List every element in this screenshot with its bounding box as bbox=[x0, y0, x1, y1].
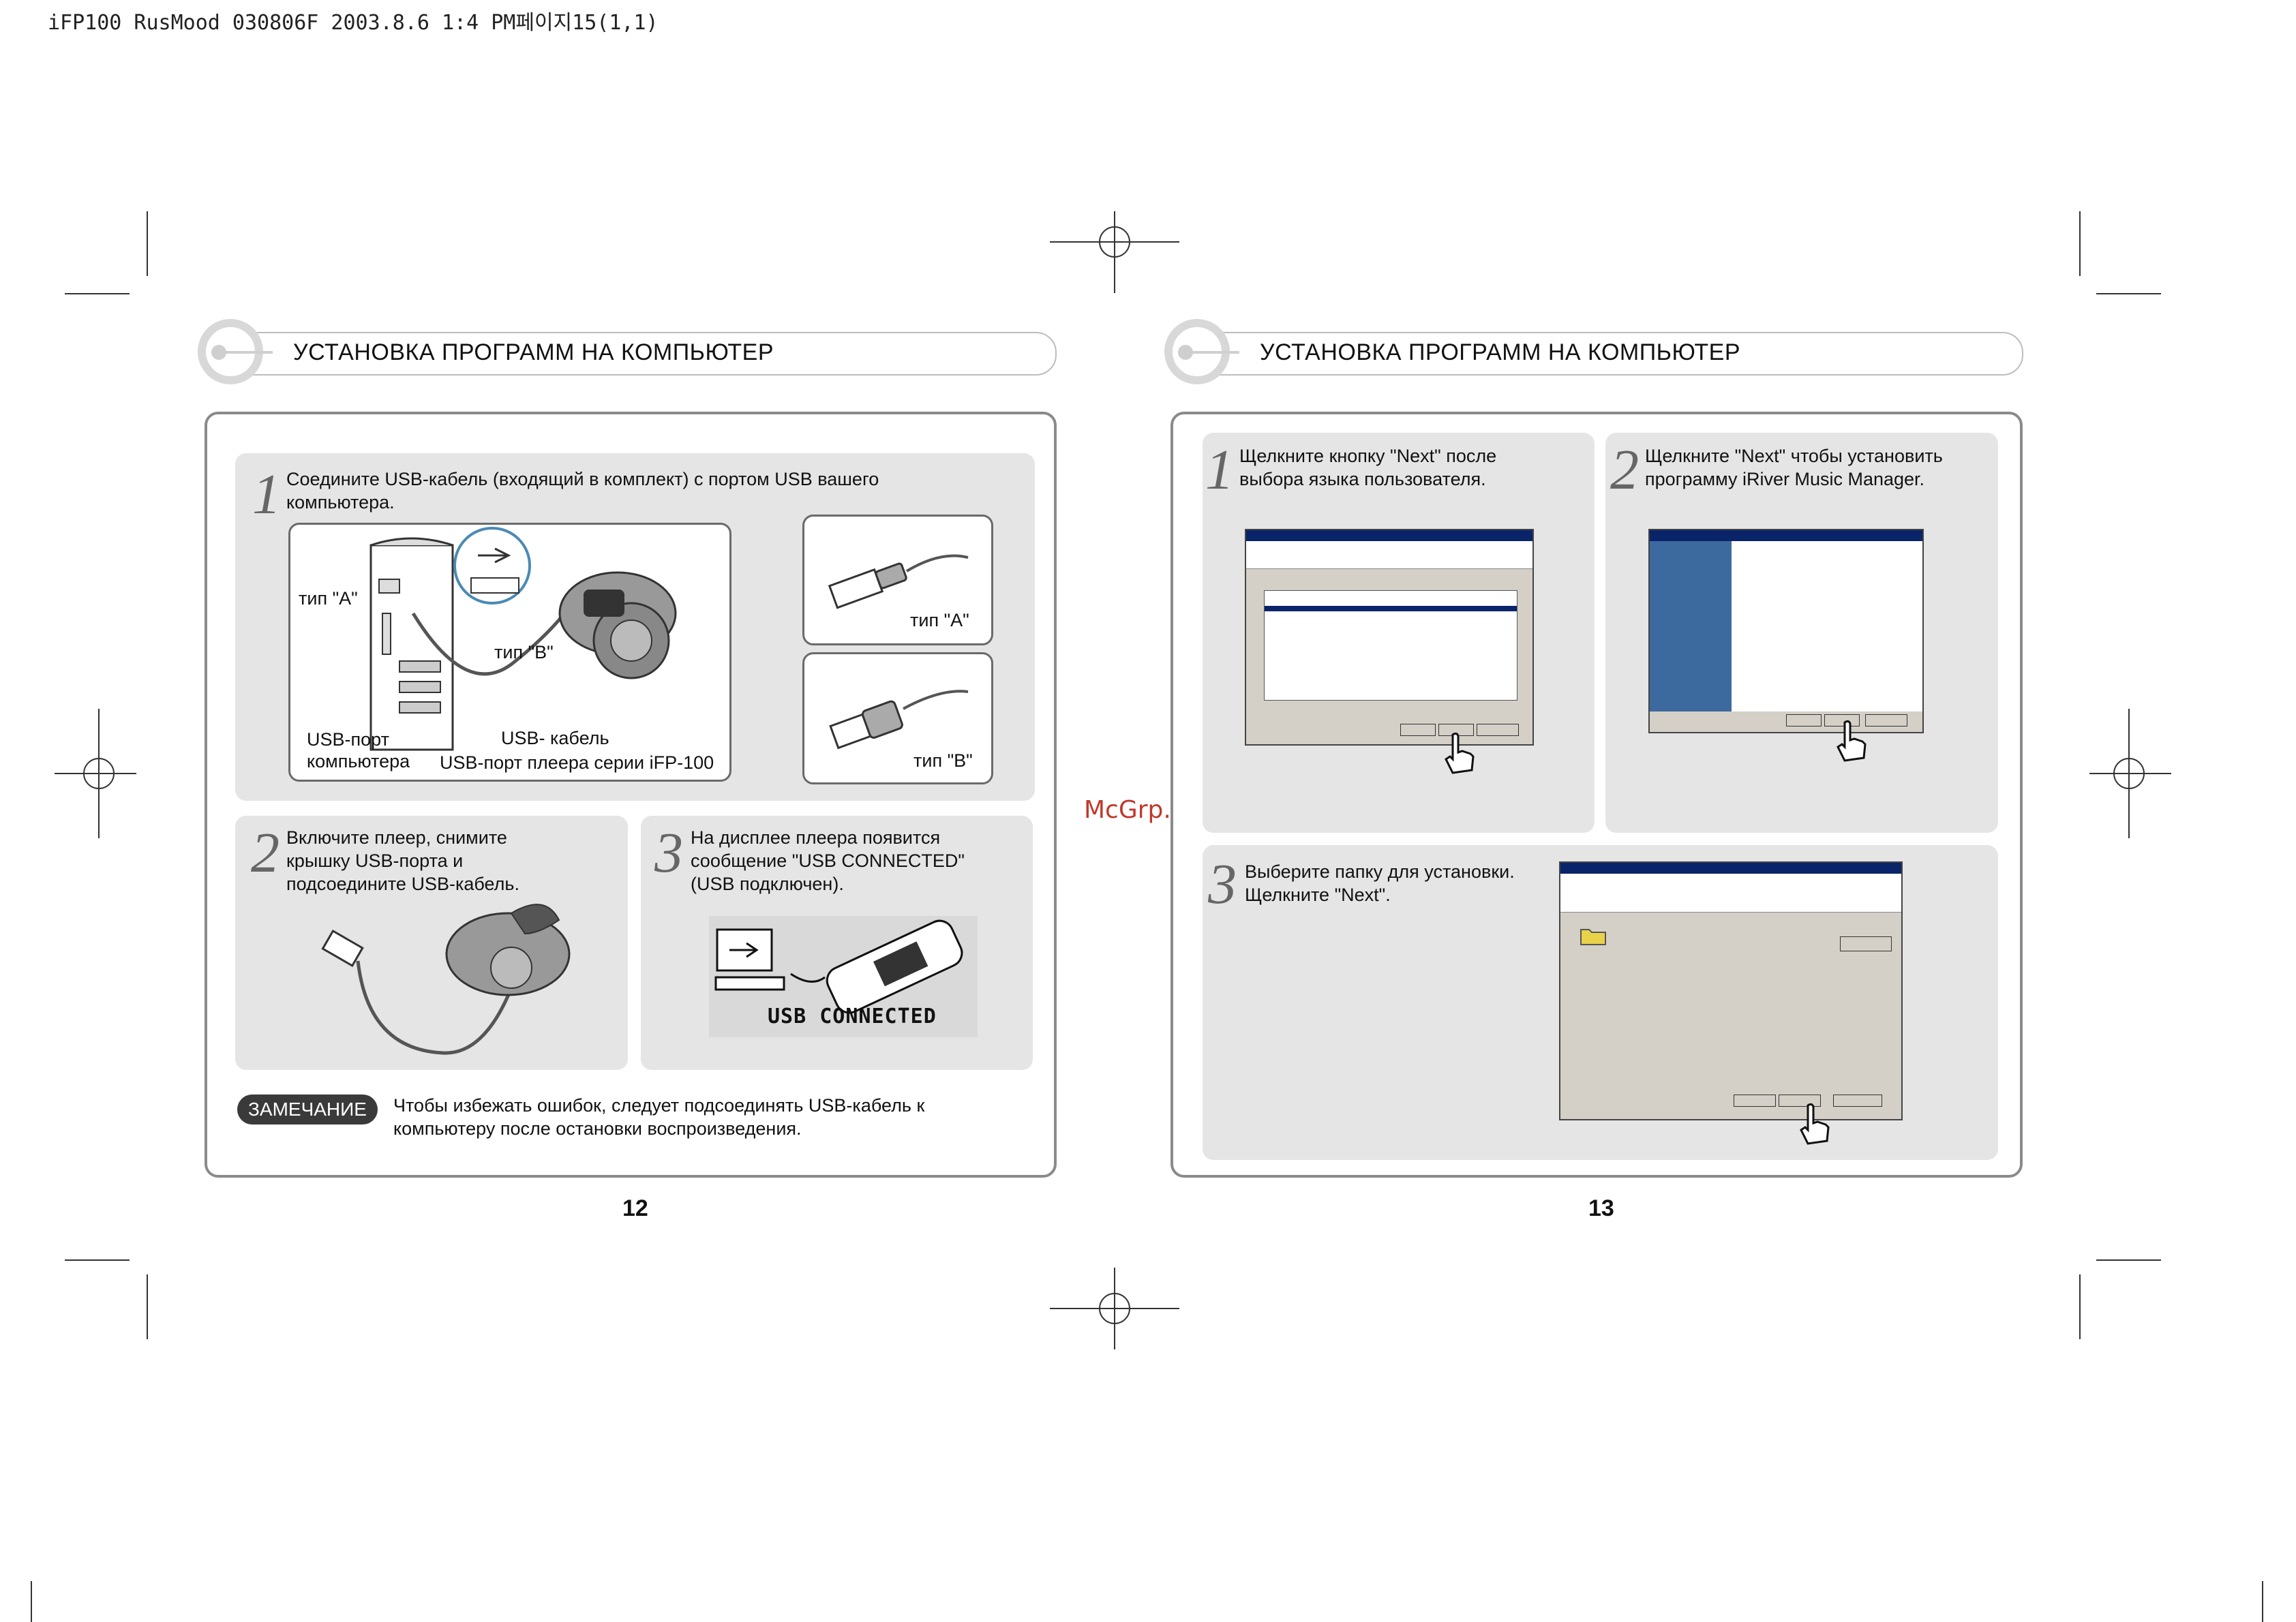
dialog-header bbox=[1246, 541, 1532, 569]
page-number: 12 bbox=[622, 1195, 648, 1221]
title-dot-icon bbox=[211, 345, 226, 360]
note-badge: ЗАМЕЧАНИЕ bbox=[237, 1095, 378, 1124]
step-text: На дисплее плеера появится сообщение "US… bbox=[691, 827, 965, 894]
registration-mark-icon bbox=[55, 709, 136, 838]
crop-mark-icon bbox=[65, 1259, 130, 1261]
dialog-header bbox=[1560, 874, 1901, 913]
dialog-titlebar bbox=[1650, 530, 1922, 541]
file-header-line: iFP100 RusMood 030806F 2003.8.6 1:4 PM페이… bbox=[48, 11, 659, 35]
dialog-titlebar bbox=[1560, 863, 1901, 874]
registration-mark-icon bbox=[1050, 211, 1179, 293]
type-a-connector-box bbox=[802, 515, 993, 645]
welcome-text-area bbox=[1732, 541, 1922, 711]
usb-cable-label: USB- кабель bbox=[501, 728, 609, 748]
hand-cursor-icon bbox=[1837, 720, 1867, 762]
cancel-button bbox=[1865, 714, 1907, 726]
type-a-label: тип "A" bbox=[299, 588, 358, 609]
note-text: Чтобы избежать ошибок, следует подсоедин… bbox=[393, 1095, 925, 1139]
step-text: Включите плеер, снимите крышку USB-порта… bbox=[286, 827, 519, 894]
title-dot-icon bbox=[1178, 345, 1193, 360]
lcd-text: USB CONNECTED bbox=[768, 1005, 937, 1028]
registration-mark-icon bbox=[1050, 1268, 1179, 1349]
page-number: 13 bbox=[1588, 1195, 1614, 1221]
language-list bbox=[1264, 590, 1517, 701]
usb-b-connector-icon bbox=[829, 690, 969, 750]
crop-mark-icon bbox=[2262, 1581, 2263, 1622]
lcd-illustration: USB CONNECTED bbox=[709, 916, 978, 1037]
folder-icon bbox=[1580, 929, 1606, 945]
welcome-dialog-screenshot bbox=[1648, 529, 1924, 733]
usb-connected-illustration bbox=[714, 919, 963, 1014]
title-line-icon bbox=[1192, 351, 1239, 354]
crop-mark-icon bbox=[2079, 1274, 2081, 1339]
back-button bbox=[1734, 1095, 1776, 1107]
player-cable-illustration bbox=[321, 904, 571, 1055]
registration-mark-icon bbox=[2089, 709, 2171, 838]
cancel-button bbox=[1833, 1095, 1882, 1107]
crop-mark-icon bbox=[31, 1581, 32, 1622]
usb-a-connector-icon bbox=[828, 554, 969, 609]
step-number: 2 bbox=[251, 821, 280, 885]
connection-diagram bbox=[288, 523, 731, 782]
page-title: УСТАНОВКА ПРОГРАММ НА КОМПЬЮТЕР bbox=[1260, 339, 1741, 365]
cancel-button bbox=[1477, 724, 1519, 736]
back-button bbox=[1400, 724, 1436, 736]
title-line-icon bbox=[225, 351, 273, 354]
destination-dialog-screenshot bbox=[1559, 861, 1903, 1120]
crop-mark-icon bbox=[65, 293, 130, 294]
back-button bbox=[1786, 714, 1822, 726]
page-title: УСТАНОВКА ПРОГРАММ НА КОМПЬЮТЕР bbox=[293, 339, 774, 365]
wizard-side-image bbox=[1650, 541, 1732, 711]
type-b-label: тип "B" bbox=[494, 642, 554, 662]
hand-cursor-icon bbox=[1800, 1103, 1830, 1145]
title-bar bbox=[205, 332, 1057, 376]
step-text: Щелкните кнопку "Next" после выбора язык… bbox=[1239, 446, 1497, 489]
dialog-titlebar bbox=[1246, 530, 1532, 541]
step-text: Соедините USB-кабель (входящий в комплек… bbox=[286, 469, 879, 512]
title-bar bbox=[1171, 332, 2023, 376]
crop-mark-icon bbox=[2096, 293, 2161, 294]
step-number: 2 bbox=[1610, 438, 1639, 502]
step-number: 3 bbox=[1208, 853, 1237, 916]
usb-port-pc-label: USB-порт bbox=[307, 729, 389, 750]
crop-mark-icon bbox=[147, 1274, 148, 1339]
step-number: 1 bbox=[1205, 438, 1234, 502]
step-number: 3 bbox=[654, 821, 683, 885]
pc-and-player-illustration bbox=[369, 527, 677, 751]
crop-mark-icon bbox=[147, 211, 148, 276]
change-button bbox=[1840, 936, 1892, 951]
usb-port-pc-label: компьютера bbox=[307, 751, 410, 771]
type-b-connector-box bbox=[802, 652, 993, 784]
step-number: 1 bbox=[252, 463, 281, 526]
usb-port-player-label: USB-порт плеера серии iFP-100 bbox=[440, 752, 714, 773]
step-text: Выберите папку для установки. Щелкните "… bbox=[1245, 861, 1515, 905]
setup-dialog-screenshot bbox=[1245, 529, 1534, 746]
hand-cursor-icon bbox=[1445, 732, 1475, 774]
type-a-box-label: тип "A" bbox=[910, 610, 969, 630]
crop-mark-icon bbox=[2096, 1259, 2161, 1261]
crop-mark-icon bbox=[2079, 211, 2081, 276]
type-b-box-label: тип "B" bbox=[913, 750, 973, 771]
step-text: Щелкните "Next" чтобы установить програм… bbox=[1645, 446, 1943, 489]
selected-language-row bbox=[1265, 606, 1517, 611]
